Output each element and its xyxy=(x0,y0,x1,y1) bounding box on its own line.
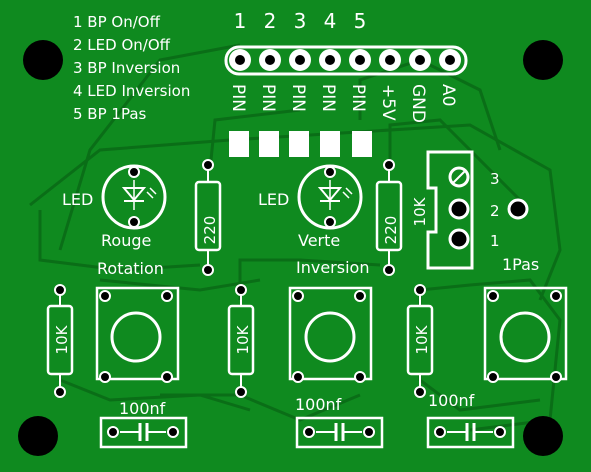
button-label: 1Pas xyxy=(502,255,539,274)
led-prefix: LED xyxy=(258,190,289,209)
pin-label: PIN xyxy=(288,84,308,112)
pushbutton-3 xyxy=(483,286,568,383)
resistor-220-2: 220 xyxy=(375,159,403,276)
connector-pin-label: 1 xyxy=(490,232,500,250)
led-verte: LED Verte xyxy=(258,164,363,250)
pin-label: PIN xyxy=(348,84,368,112)
legend-item: 5 BP 1Pas xyxy=(73,105,147,123)
capacitor-2: 100nf xyxy=(295,395,384,449)
resistor-220-1: 220 xyxy=(194,159,222,276)
pin-labels: PIN PIN PIN PIN PIN +5V GND A0 xyxy=(228,84,458,123)
pin-label: PIN xyxy=(228,84,248,112)
header-number: 5 xyxy=(354,9,367,33)
pin-label: PIN xyxy=(318,84,338,112)
header-number: 2 xyxy=(264,9,277,33)
button-label: Rotation xyxy=(97,259,164,278)
resistor-label: 220 xyxy=(382,216,400,245)
legend-item: 2 LED On/Off xyxy=(73,36,171,54)
capacitor-3: 100nf xyxy=(426,391,515,449)
pin-header-outline xyxy=(224,45,468,76)
mounting-hole xyxy=(18,416,58,456)
mounting-holes xyxy=(18,40,563,456)
header-number: 1 xyxy=(234,9,247,33)
header-numbers: 1 2 3 4 5 xyxy=(234,9,367,33)
header-number: 4 xyxy=(324,9,337,33)
resistor-10k-2: 10K xyxy=(227,284,255,398)
mounting-hole xyxy=(23,40,63,80)
connector-3pin: 3 2 1 10K xyxy=(411,150,529,270)
pin-label: PIN xyxy=(258,84,278,112)
button-labels: Rotation Inversion 1Pas xyxy=(97,255,539,278)
led-name: Verte xyxy=(298,231,340,250)
pushbutton-1 xyxy=(95,286,180,383)
legend: 1 BP On/Off 2 LED On/Off 3 BP Inversion … xyxy=(73,13,190,123)
capacitor-label: 100nf xyxy=(295,395,342,414)
pin-label: A0 xyxy=(438,84,458,106)
resistor-10k-1: 10K xyxy=(46,284,74,398)
led-rouge: LED Rouge xyxy=(62,164,167,250)
mounting-hole xyxy=(523,40,563,80)
pin-label: +5V xyxy=(378,84,398,121)
button-label: Inversion xyxy=(296,258,369,277)
test-point xyxy=(507,198,529,220)
connector-pin-label: 2 xyxy=(490,202,500,220)
resistor-label: 10K xyxy=(53,324,71,354)
connector-resistor-label: 10K xyxy=(411,196,429,226)
led-prefix: LED xyxy=(62,190,93,209)
resistor-label: 10K xyxy=(413,324,431,354)
resistor-10k-3: 10K xyxy=(406,284,434,398)
pushbutton-2 xyxy=(288,286,373,383)
legend-item: 1 BP On/Off xyxy=(73,13,161,31)
capacitor-label: 100nf xyxy=(119,399,166,418)
led-name: Rouge xyxy=(101,231,151,250)
pin-header xyxy=(224,45,468,76)
legend-item: 4 LED Inversion xyxy=(73,82,190,100)
resistor-label: 10K xyxy=(234,324,252,354)
resistor-label: 220 xyxy=(201,216,219,245)
header-number: 3 xyxy=(294,9,307,33)
capacitor-label: 100nf xyxy=(428,391,475,410)
mounting-hole xyxy=(523,416,563,456)
pin-label: GND xyxy=(408,84,428,123)
capacitor-1: 100nf xyxy=(99,399,188,449)
legend-item: 3 BP Inversion xyxy=(73,59,180,77)
connector-pin-label: 3 xyxy=(490,170,500,188)
pin-pads xyxy=(229,131,372,157)
